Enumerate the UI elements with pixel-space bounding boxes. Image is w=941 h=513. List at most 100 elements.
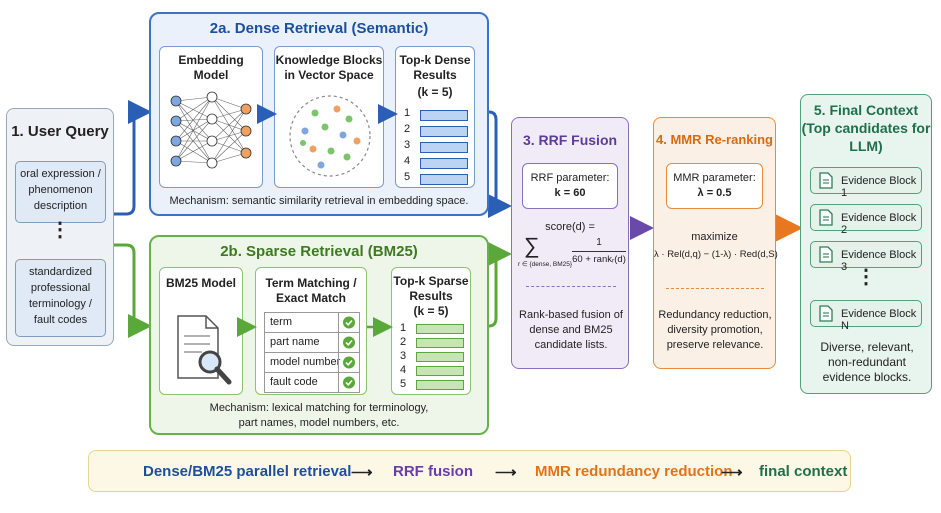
evidence-label: Evidence Block 1 <box>841 175 917 199</box>
rrf-param-label: RRF parameter: <box>530 172 610 184</box>
dense-inner-arrows <box>257 104 398 124</box>
sparse-result-row: 3 <box>400 350 466 364</box>
dense-result-row: 4 <box>404 155 470 171</box>
evidence-label: Evidence Block 2 <box>841 212 917 236</box>
knowledge-blocks-box: Knowledge Blocks in Vector Space <box>274 46 384 188</box>
final-title: 5. Final Context (Top candidates for LLM… <box>801 102 931 154</box>
topk-sparse-title: Top-k Sparse Results <box>393 274 469 303</box>
sparse-title: 2b. Sparse Retrieval (BM25) <box>220 243 418 260</box>
mmr-param-box: MMR parameter: λ = 0.5 <box>666 163 763 209</box>
check-icon <box>338 313 359 332</box>
document-icon <box>819 246 833 263</box>
check-icon <box>338 333 359 352</box>
rrf-sum-subscript: r ∈ {dense, BM25} <box>518 261 573 268</box>
evidence-block: Evidence Block N <box>810 300 922 332</box>
banner-arrow: ⟶ <box>351 464 373 481</box>
sparse-result-row: 4 <box>400 364 466 378</box>
evidence-block: Evidence Block 3 <box>810 241 922 273</box>
rank-number: 3 <box>404 139 411 151</box>
pipeline-summary-banner: Dense/BM25 parallel retrieval ⟶ RRF fusi… <box>88 450 851 492</box>
mmr-param-label: MMR parameter: <box>673 172 756 184</box>
knowledge-title: Knowledge Blocks in Vector Space <box>275 53 383 82</box>
term-label: model number <box>270 356 341 368</box>
rank-number: 5 <box>400 378 407 390</box>
mmr-reranking-panel: 4. MMR Re-ranking MMR parameter: λ = 0.5… <box>653 117 778 369</box>
banner-step-mmr: MMR redundancy reduction <box>535 463 733 480</box>
mmr-maximize: maximize <box>691 231 738 243</box>
rank-number: 2 <box>404 123 411 135</box>
topk-dense-k: (k = 5) <box>417 85 453 99</box>
sparse-result-row: 2 <box>400 336 466 350</box>
term-table: term part name model number fault code <box>264 312 360 393</box>
evidence-label: Evidence Block N <box>841 308 917 332</box>
oral-query-box: oral expression / phenomenon description <box>15 161 106 223</box>
rank-number: 1 <box>400 322 407 334</box>
evidence-dots: ⋮ <box>856 266 876 288</box>
arrow-sparse-to-rrf <box>488 242 512 328</box>
result-bar <box>416 352 464 362</box>
mmr-formula: λ · Rel(d,q) − (1-λ) · Red(d,S) <box>654 249 778 260</box>
evidence-label: Evidence Block 3 <box>841 249 917 273</box>
rank-number: 4 <box>400 364 407 376</box>
rrf-score-label: score(d) = <box>545 221 595 233</box>
term-label: fault code <box>270 376 318 388</box>
document-icon <box>819 305 833 322</box>
term-row: fault code <box>265 373 359 392</box>
topk-sparse-k: (k = 5) <box>413 304 449 318</box>
term-title: Term Matching / Exact Match <box>265 276 357 305</box>
evidence-block: Evidence Block 2 <box>810 204 922 236</box>
document-icon <box>819 209 833 226</box>
dense-title: 2a. Dense Retrieval (Semantic) <box>209 20 429 37</box>
banner-step-retrieval: Dense/BM25 parallel retrieval <box>143 463 352 480</box>
banner-step-rrf: RRF fusion <box>393 463 473 480</box>
rrf-fraction-den: 60 + rankᵣ(d) <box>572 254 626 265</box>
result-bar <box>416 380 464 390</box>
sparse-results-list: 1 2 3 4 5 <box>400 322 466 392</box>
mmr-divider <box>666 288 764 289</box>
sparse-mechanism-line2: part names, model numbers, etc. <box>238 417 400 429</box>
rank-number: 4 <box>404 155 411 167</box>
banner-arrow: ⟶ <box>495 464 517 481</box>
banner-step-final: final context <box>759 463 848 480</box>
rrf-fusion-panel: 3. RRF Fusion RRF parameter: k = 60 scor… <box>511 117 629 369</box>
rrf-description: Rank-based fusion of dense and BM25 cand… <box>519 309 623 351</box>
arrow-query-to-dense <box>114 100 152 216</box>
banner-arrow: ⟶ <box>721 464 743 481</box>
result-bar <box>416 324 464 334</box>
embedding-title: Embedding Model <box>178 53 244 82</box>
rrf-param-box: RRF parameter: k = 60 <box>522 163 618 209</box>
term-row: part name <box>265 333 359 353</box>
dense-results-list: 1 2 3 4 5 <box>404 107 470 187</box>
dense-retrieval-panel: 2a. Dense Retrieval (Semantic) Embedding… <box>149 12 489 216</box>
evidence-block: Evidence Block 1 <box>810 167 922 199</box>
standard-query-box: standardized professional terminology / … <box>15 259 106 337</box>
rank-number: 5 <box>404 171 411 183</box>
result-bar <box>416 338 464 348</box>
result-bar <box>420 158 468 169</box>
dense-result-row: 3 <box>404 139 470 155</box>
check-icon <box>338 373 359 392</box>
mmr-param-value: λ = 0.5 <box>697 187 732 199</box>
dense-mechanism: Mechanism: semantic similarity retrieval… <box>169 195 469 207</box>
rank-number: 3 <box>400 350 407 362</box>
rank-number: 2 <box>400 336 407 348</box>
term-matching-box: Term Matching / Exact Match term part na… <box>255 267 367 395</box>
result-bar <box>420 142 468 153</box>
bm25-title: BM25 Model <box>165 276 236 290</box>
dense-result-row: 1 <box>404 107 470 123</box>
sparse-inner-arrows <box>237 317 393 337</box>
topk-dense-title: Top-k Dense Results <box>399 53 471 82</box>
sparse-retrieval-panel: 2b. Sparse Retrieval (BM25) BM25 Model T… <box>149 235 489 435</box>
result-bar <box>420 174 468 185</box>
arrow-query-to-sparse <box>114 243 152 338</box>
vector-space-icon <box>289 95 371 177</box>
sparse-result-row: 1 <box>400 322 466 336</box>
rrf-param-value: k = 60 <box>554 187 586 199</box>
rrf-fraction-num: 1 <box>596 237 602 248</box>
check-icon <box>338 353 359 372</box>
arrow-dense-to-rrf <box>488 110 512 218</box>
document-icon <box>819 172 833 189</box>
mmr-title: 4. MMR Re-ranking <box>655 132 773 147</box>
result-bar <box>420 126 468 137</box>
